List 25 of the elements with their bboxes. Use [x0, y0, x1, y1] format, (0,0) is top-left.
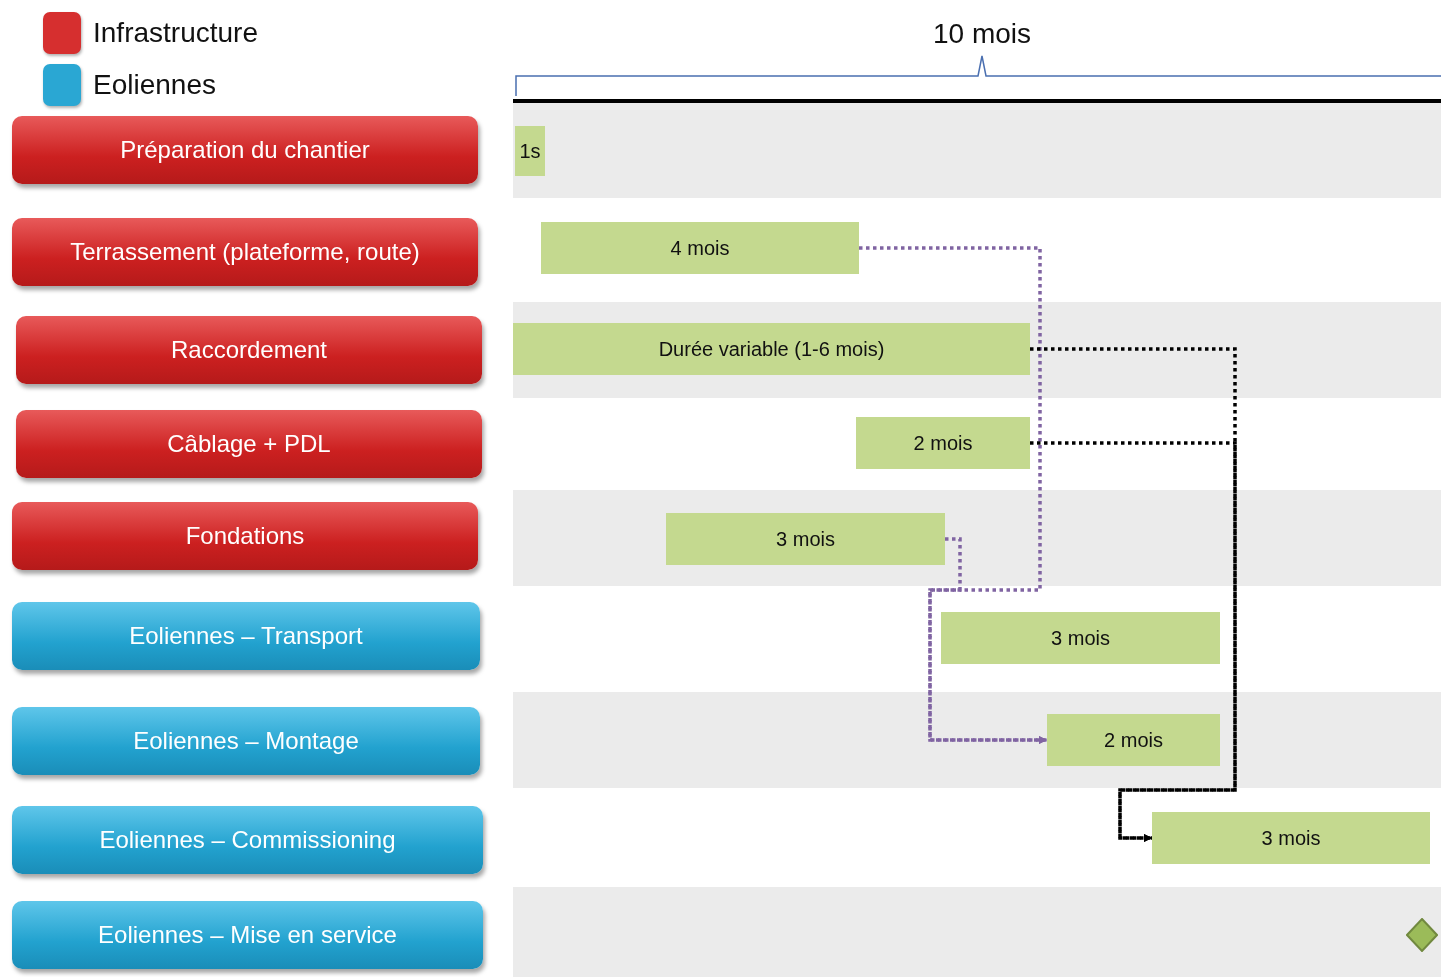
task-box: Fondations — [12, 502, 478, 570]
task-box: Câblage + PDL — [16, 410, 482, 478]
gantt-bar: 2 mois — [856, 417, 1030, 469]
dependency-arrow — [859, 246, 1047, 744]
gantt-bar: 4 mois — [541, 222, 859, 274]
gantt-bar: 3 mois — [666, 513, 945, 565]
task-box: Terrassement (plateforme, route) — [12, 218, 478, 286]
gantt-bar: 3 mois — [941, 612, 1220, 664]
legend-label: Infrastructure — [93, 17, 258, 49]
gantt-bar: 1s — [515, 126, 545, 176]
gantt-bar: Durée variable (1-6 mois) — [513, 323, 1030, 375]
task-box: Eoliennes – Commissioning — [12, 806, 483, 874]
gantt-bar: 3 mois — [1152, 812, 1430, 864]
task-box: Préparation du chantier — [12, 116, 478, 184]
task-box: Eoliennes – Transport — [12, 602, 480, 670]
dependency-arrow — [1030, 441, 1237, 842]
dependency-arrow — [928, 537, 1047, 744]
task-box: Eoliennes – Montage — [12, 707, 480, 775]
legend-label: Eoliennes — [93, 69, 216, 101]
task-box: Eoliennes – Mise en service — [12, 901, 483, 969]
task-box: Raccordement — [16, 316, 482, 384]
gantt-bar: 2 mois — [1047, 714, 1220, 766]
duration-label: 10 mois — [931, 18, 1032, 50]
milestone-diamond — [1406, 918, 1438, 952]
dependency-arrow — [1030, 347, 1237, 842]
